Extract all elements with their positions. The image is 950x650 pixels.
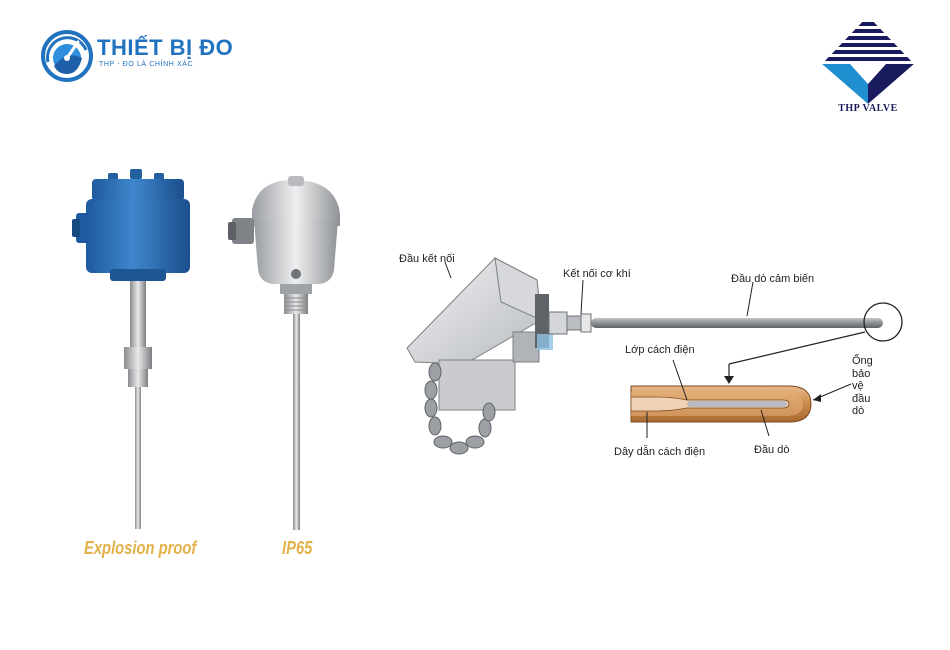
probe-cross-section	[630, 385, 812, 423]
label-insulation-layer: Lớp cách điện	[625, 344, 695, 356]
brand-name: THIẾT BỊ ĐO	[97, 35, 234, 60]
explosion-proof-sensor-image	[72, 169, 190, 529]
mechanical-connection-shape	[548, 311, 592, 335]
chain-shape	[424, 362, 496, 455]
label-mechanical-connection: Kết nối cơ khí	[563, 268, 631, 280]
label-insulated-wire: Dây dẫn cách điện	[614, 446, 706, 458]
probe-rod-shape	[591, 318, 883, 328]
label-protection-tube: Ống bảo vệ đầu dò	[852, 355, 873, 417]
label-connection-head: Đầu kết nối	[399, 253, 455, 265]
brand-tagline: THP - ĐO LÀ CHÍNH XÁC	[99, 61, 194, 68]
ip65-caption: IP65	[282, 538, 313, 558]
partner-name: THP VALVE	[838, 103, 898, 114]
gauge-icon	[41, 30, 93, 82]
explosion-proof-caption: Explosion proof	[84, 538, 197, 558]
connection-head-shape	[406, 257, 553, 411]
label-sensor-probe: Đầu dò cảm biến	[731, 273, 815, 285]
label-probe-tip: Đầu dò	[754, 444, 790, 456]
ip65-sensor-image	[228, 176, 340, 530]
thermocouple-diagram	[406, 257, 903, 455]
brand-logo	[40, 28, 260, 84]
diamond-stripes-icon	[822, 16, 914, 104]
probe-tip-highlight	[863, 302, 903, 342]
